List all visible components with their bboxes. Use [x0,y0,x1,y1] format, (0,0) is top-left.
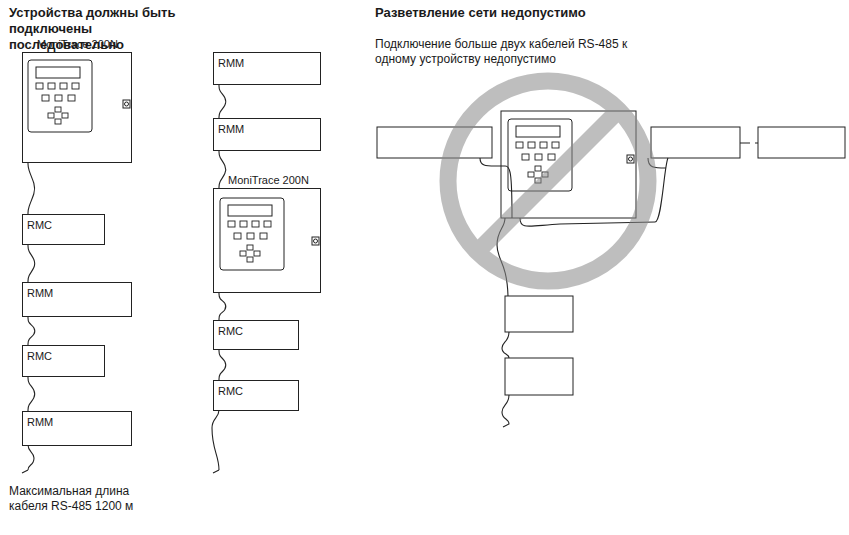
rs485-cable [28,317,35,345]
module-box: RMC [22,214,105,245]
rs485-cable [28,377,35,411]
rs485-cable [219,151,226,188]
controller-box: MoniTrace 200N [213,188,321,293]
node-label: RMM [214,120,248,139]
module-box: RMC [22,345,105,377]
node-label: RMC [214,322,247,341]
node-label: RMM [214,54,248,73]
rs485-cable [219,85,226,118]
heading: Разветвление сети недопустимо [375,5,675,21]
heading: Устройства должны быть подключены послед… [9,5,199,53]
controller-box: MoniTrace 200N [22,52,132,163]
rs485-cable [28,245,35,282]
node-label: RMM [23,413,57,432]
module-box: RMC [213,320,299,350]
module-box: RMC [213,380,299,411]
module-box: RMM [22,411,132,446]
rs485-cable [219,293,226,320]
rs485-cable [219,350,226,380]
node-label: MoniTrace 200N [228,174,309,187]
node-label: RMC [214,382,247,401]
module-box: RMM [22,282,132,317]
node-label: RMM [23,284,57,303]
node-label: RMC [23,347,56,366]
note: Максимальная длина кабеля RS-485 1200 м [9,484,169,514]
module-box: RMM [213,118,321,151]
rs485-cable [28,163,35,214]
module-box: RMM [213,52,321,85]
node-label: RMC [23,216,56,235]
note: Подключение больше двух кабелей RS-485 к… [375,37,655,67]
